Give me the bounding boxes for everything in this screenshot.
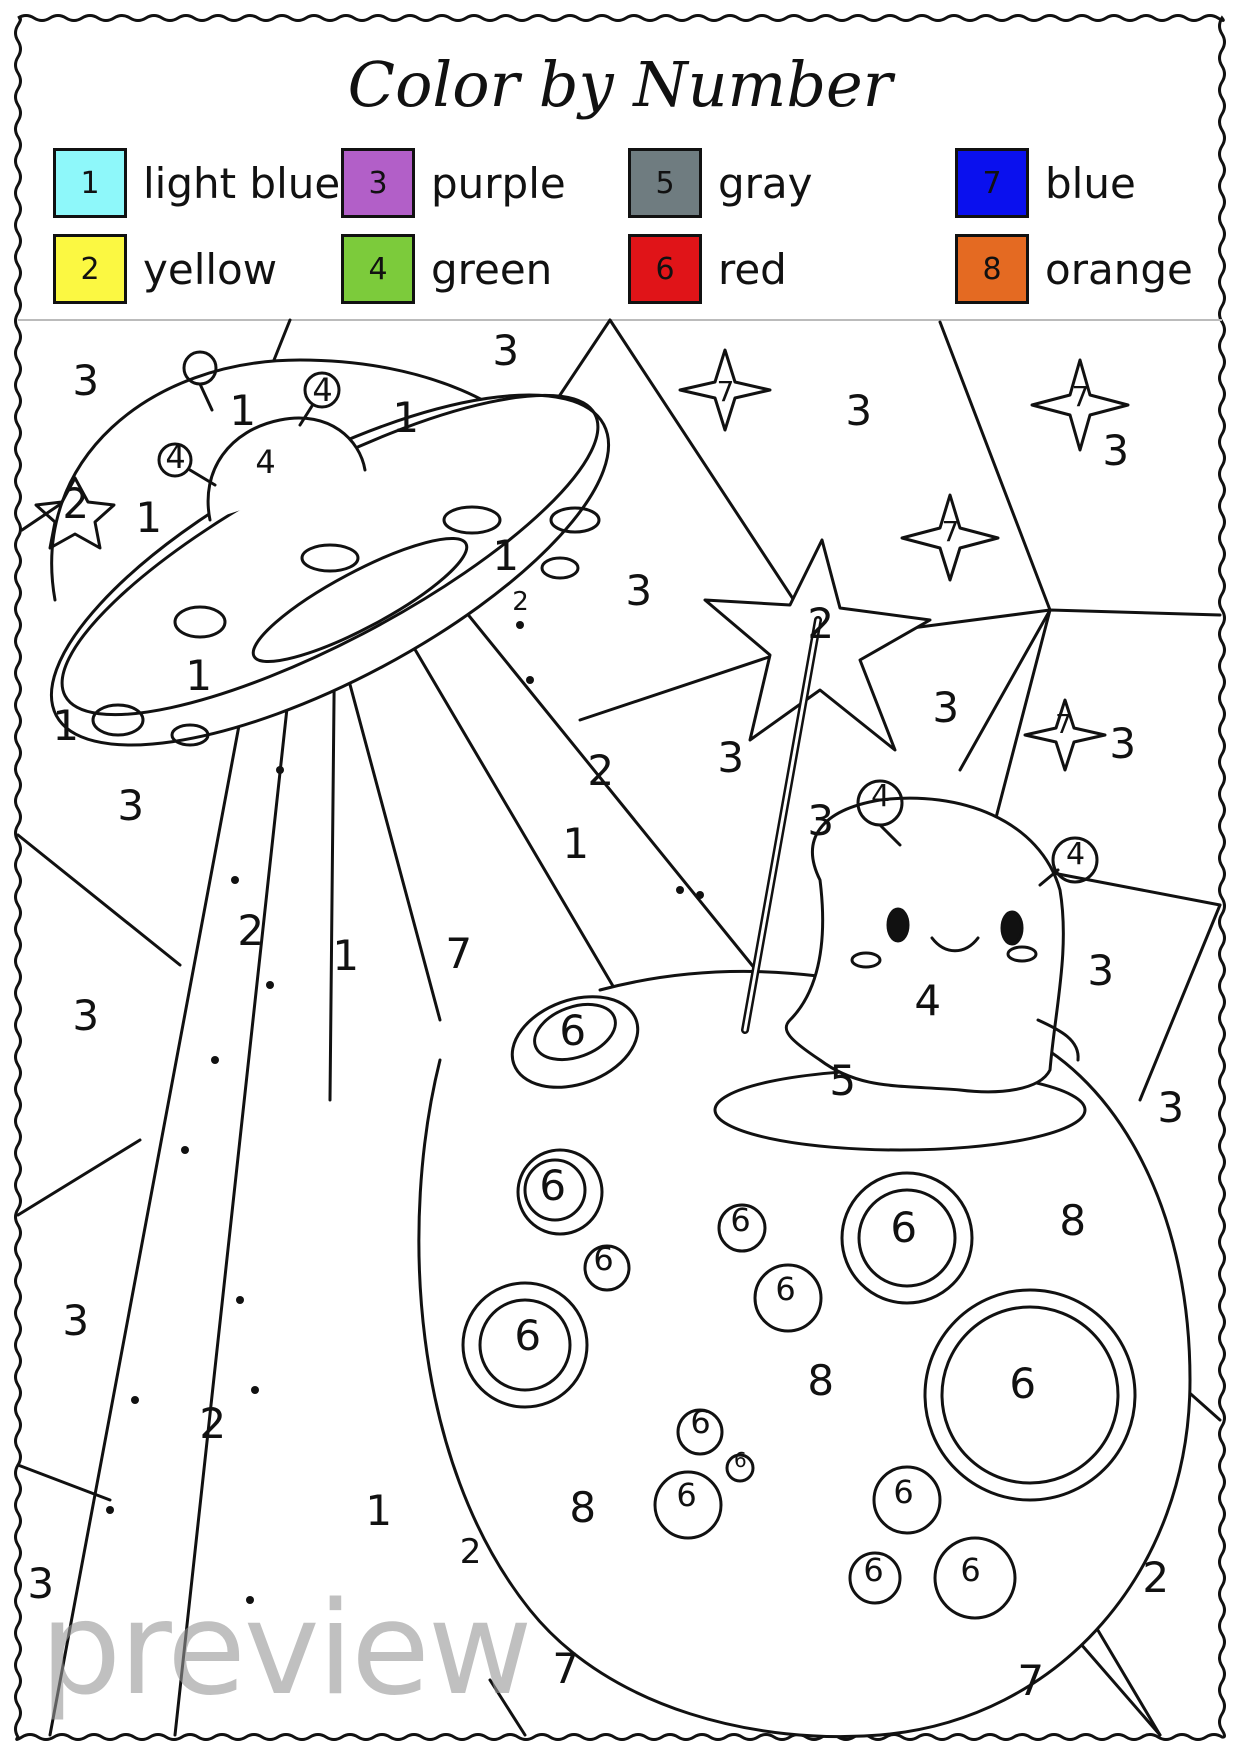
region-number: 7 [552,1643,580,1693]
ufo-hatch [251,536,469,664]
region-number: 6 [539,1160,567,1210]
swatch-1: 1 [53,148,127,218]
region-number: 3 [1109,718,1137,768]
region-number: 3 [72,355,100,405]
region-number: 1 [392,392,420,442]
legend-label-7: blue [1045,158,1136,208]
ufo [49,350,611,747]
legend-label-4: green [431,244,553,294]
region-number: 4 [871,779,891,814]
swatch-4: 4 [341,234,415,304]
region-number: 2 [587,745,615,795]
legend-label-6: red [718,244,787,294]
legend-label-2: yellow [143,244,278,294]
region-number: 6 [676,1475,697,1514]
region-number: 3 [1087,945,1115,995]
region-number: 3 [492,325,520,375]
region-number: 1 [365,1485,393,1535]
region-number: 6 [730,1200,751,1239]
swatch-2: 2 [53,234,127,304]
region-number: 7 [941,515,960,549]
region-number: 1 [52,700,80,750]
region-number: 8 [807,1355,835,1405]
region-number: 3 [845,385,873,435]
region-number: 6 [690,1402,711,1441]
legend-label-5: gray [718,158,813,208]
swatch-5: 5 [628,148,702,218]
region-number: 2 [459,1531,482,1572]
region-number: 3 [807,795,835,845]
region-number: 6 [559,1005,587,1055]
region-number: 7 [1017,1655,1045,1705]
beam-dots [106,621,704,1604]
region-number: 2 [512,587,529,618]
region-number: 5 [829,1055,857,1105]
region-number: 6 [734,1448,747,1472]
region-number: 7 [445,928,473,978]
region-number: 3 [72,990,100,1040]
region-number: 3 [1102,425,1130,475]
region-number: 3 [1157,1082,1185,1132]
region-number: 3 [27,1558,55,1608]
region-number: 6 [775,1269,796,1308]
region-number: 3 [625,565,653,615]
legend-label-3: purple [431,158,566,208]
legend-item-6: 6 red [628,232,787,306]
region-number: 7 [716,375,735,409]
region-number: 6 [593,1239,614,1278]
legend-item-1: 1 light blue [53,146,340,220]
region-number: 4 [312,370,333,409]
region-number: 6 [893,1472,914,1511]
swatch-7: 7 [955,148,1029,218]
region-number: 4 [165,437,186,476]
legend-label-8: orange [1045,244,1193,294]
region-number: 3 [117,780,145,830]
region-number: 6 [514,1310,542,1360]
alien [741,616,1099,1094]
region-number: 6 [960,1550,981,1589]
legend-item-2: 2 yellow [53,232,277,306]
region-number: 6 [890,1202,918,1252]
region-number: 7 [1071,380,1090,414]
region-number: 6 [863,1550,884,1589]
legend-item-3: 3 purple [341,146,566,220]
region-number: 2 [62,478,90,528]
region-number: 3 [62,1295,90,1345]
region-number: 8 [1059,1195,1087,1245]
region-number: 4 [914,975,942,1025]
region-number: 1 [135,492,163,542]
region-number: 3 [717,732,745,782]
region-number: 3 [932,682,960,732]
region-number: 8 [569,1482,597,1532]
region-number: 6 [1009,1358,1037,1408]
region-number: 1 [229,385,257,435]
swatch-6: 6 [628,234,702,304]
background-shapes [16,318,1222,1737]
region-number: 1 [185,650,213,700]
region-number: 2 [807,598,835,648]
legend-label-1: light blue [143,158,341,208]
region-number: 7 [1055,710,1072,741]
page-title: Color by Number [347,48,893,121]
swatch-3: 3 [341,148,415,218]
legend-item-7: 7 blue [955,146,1136,220]
region-number: 1 [492,530,520,580]
swatch-8: 8 [955,234,1029,304]
region-number: 1 [562,818,590,868]
region-number: 2 [199,1398,227,1448]
region-number: 2 [1142,1552,1170,1602]
legend-item-8: 8 orange [955,232,1193,306]
region-number: 2 [237,905,265,955]
region-number: 4 [1066,837,1086,872]
region-number: 4 [255,442,276,481]
legend-item-5: 5 gray [628,146,813,220]
region-number: 1 [332,930,360,980]
preview-watermark: preview [40,1575,533,1724]
legend-item-4: 4 green [341,232,552,306]
